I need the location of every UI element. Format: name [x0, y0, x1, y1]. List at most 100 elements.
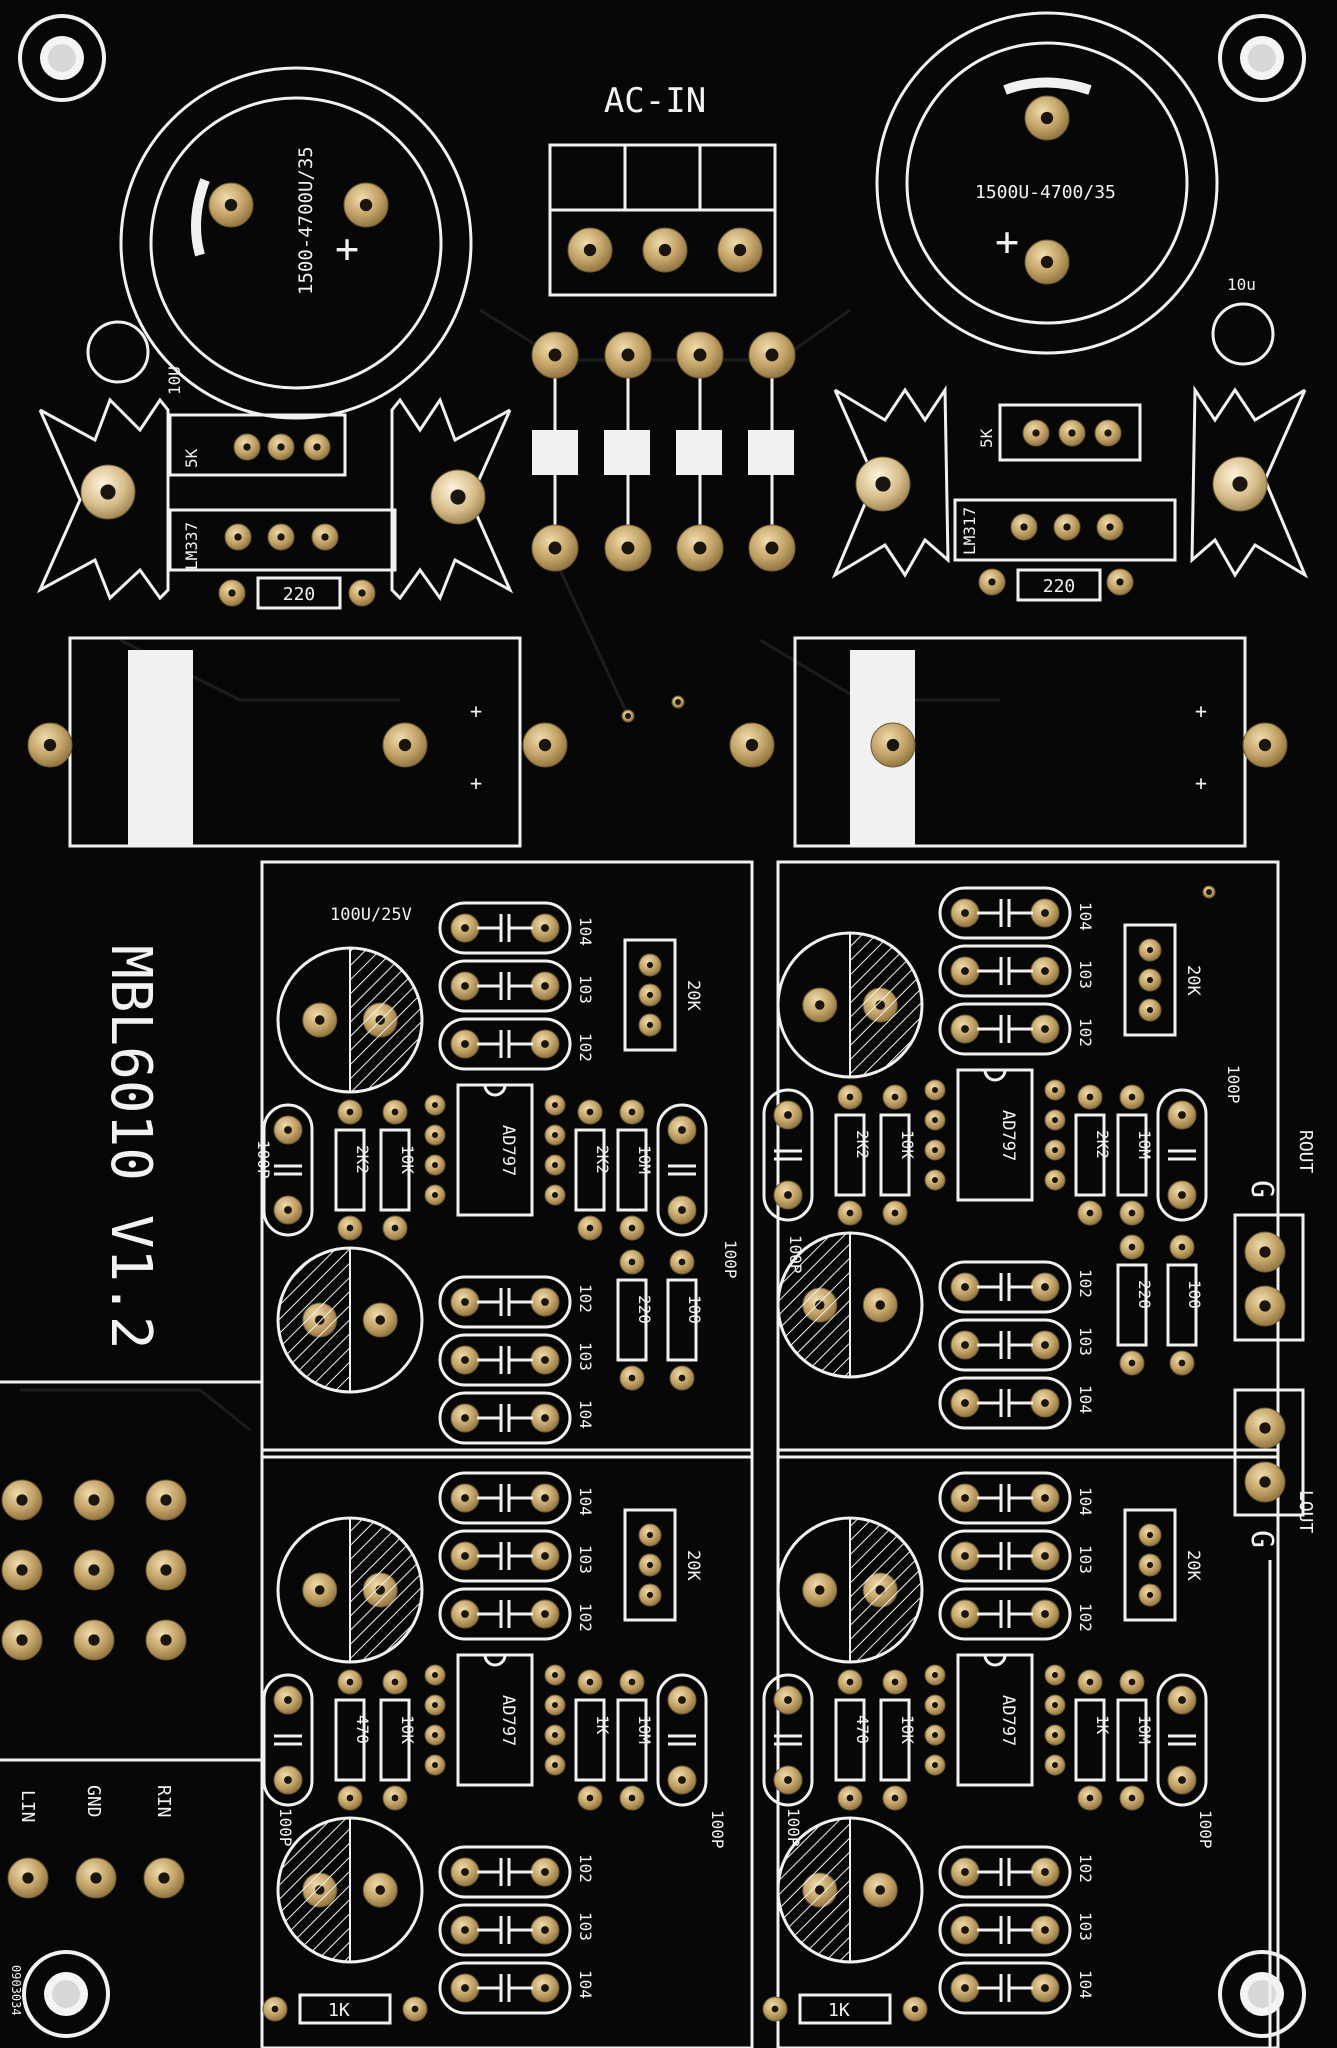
regulator-pad [267, 523, 295, 551]
res-left-label: 220 [283, 584, 316, 605]
trimmer-pad [638, 1523, 662, 1547]
cap-pad [667, 1765, 697, 1795]
ic-pad [924, 1694, 946, 1716]
resistor-pad [1119, 1785, 1145, 1811]
filter-cap-pad [343, 182, 389, 228]
via-pad [1202, 885, 1216, 899]
cap-pad [530, 1541, 560, 1571]
cap-pad [773, 1685, 803, 1715]
pad-layer [1, 95, 1288, 2022]
trimmer-pot: 20K [1123, 1508, 1203, 1622]
diode-pad [676, 331, 724, 379]
ic-pad [924, 1139, 946, 1161]
resistor-pad [1077, 1669, 1103, 1695]
resistor-pad [382, 1669, 408, 1695]
resistor: 100 [666, 1278, 704, 1362]
cap-pad [530, 1857, 560, 1887]
resistor-label: 2K2 [853, 1130, 872, 1159]
cap-pad [1030, 1857, 1060, 1887]
output-pad [1244, 1285, 1286, 1327]
cap-value-label: 103 [576, 1545, 595, 1574]
cap-pad [530, 1403, 560, 1433]
resistor-pad [262, 1996, 288, 2022]
ic-pad [924, 1169, 946, 1191]
trimmer-pad [638, 1583, 662, 1607]
bulk-cap-pad [522, 722, 568, 768]
resistor-pad [619, 1099, 645, 1125]
mounting-hole [22, 1950, 110, 2038]
cap-pad [667, 1685, 697, 1715]
resistor-pad [1169, 1350, 1195, 1376]
cap-pad [950, 1599, 980, 1629]
plus-sign: + [335, 226, 359, 272]
input-pad [73, 1619, 115, 1661]
diode-pad [676, 524, 724, 572]
ic-pad [544, 1694, 566, 1716]
resistor-label: 1K [328, 2000, 350, 2021]
cap-pad [667, 1195, 697, 1225]
cap-pad [530, 1029, 560, 1059]
regulator-pad [1010, 513, 1038, 541]
resistor-pad [619, 1365, 645, 1391]
cap-pad [450, 1541, 480, 1571]
ceramic-cap-vertical [656, 1673, 708, 1807]
via-pad [671, 695, 685, 709]
resistor-label: 470 [353, 1715, 372, 1744]
resistor-label: 1K [593, 1715, 612, 1735]
cap-pad [950, 1014, 980, 1044]
ceramic-cap [438, 959, 572, 1013]
ic-pad [544, 1664, 566, 1686]
cap-pad [530, 1915, 560, 1945]
cap-pad [950, 898, 980, 928]
plus-sign: + [1195, 699, 1207, 723]
cap-pad [1167, 1685, 1197, 1715]
heatsink-pad [855, 456, 911, 512]
resistor-pad [882, 1084, 908, 1110]
trimmer-pad [638, 983, 662, 1007]
cap-pad [950, 1483, 980, 1513]
trimmer-pad [1138, 1553, 1162, 1577]
ceramic-cap [438, 901, 572, 955]
resistor-pad [1119, 1350, 1145, 1376]
trimmer-label: 20K [1183, 965, 1203, 996]
resistor-label: 100 [1185, 1280, 1204, 1309]
resistor: 10K [379, 1698, 417, 1782]
ic-dip8: AD797 [456, 1083, 534, 1217]
cap-value-label: 104 [576, 1400, 595, 1429]
cap-pad [950, 1915, 980, 1945]
ceramic-cap [438, 1529, 572, 1583]
ic-pad [424, 1664, 446, 1686]
input-pad [7, 1857, 49, 1899]
ic-pad [924, 1724, 946, 1746]
resistor-label: 220 [1135, 1280, 1154, 1309]
resistor-pad [882, 1200, 908, 1226]
resistor-pad [382, 1785, 408, 1811]
resistor: 470 [834, 1698, 872, 1782]
reg-left-label: LM337 [182, 522, 201, 570]
ceramic-cap [938, 1002, 1072, 1056]
regulator-pad [1096, 513, 1124, 541]
resistor-pad [1077, 1200, 1103, 1226]
bulk-cap-pad [382, 722, 428, 768]
trimmer-label: 20K [1183, 1550, 1203, 1581]
cap-pad [1030, 1483, 1060, 1513]
diode-pad [531, 331, 579, 379]
cap-pad [1030, 898, 1060, 928]
trimmer-label: 20K [683, 1550, 703, 1581]
cap-value-label: 103 [1076, 1327, 1095, 1356]
input-pad [145, 1479, 187, 1521]
ic-pad [1044, 1169, 1066, 1191]
regulator-pad [348, 579, 376, 607]
resistor-pad [762, 1996, 788, 2022]
resistor-label: 10M [635, 1715, 654, 1744]
ceramic-cap [438, 1961, 572, 2015]
ceramic-cap [938, 1529, 1072, 1583]
cap-pad [362, 1302, 398, 1338]
ic-pad [424, 1124, 446, 1146]
ceramic-cap [438, 1845, 572, 1899]
cap-value-label: 104 [1076, 1487, 1095, 1516]
cap-pad [1030, 1388, 1060, 1418]
cap-pad [450, 1973, 480, 2003]
board-serial: 0903034 [9, 1965, 23, 2016]
